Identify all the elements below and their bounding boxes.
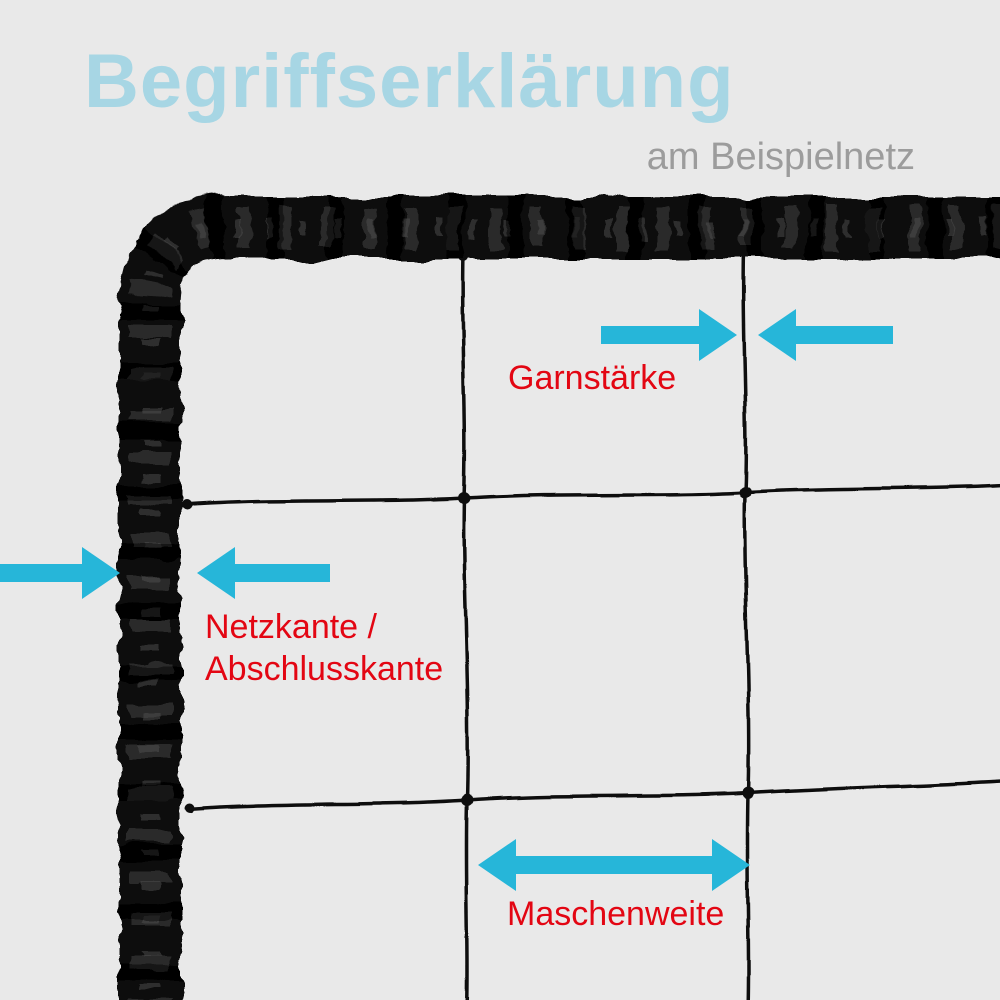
net-border-rope-braid-shadow [119,197,1000,1000]
net-strand-vertical-1 [460,251,470,1000]
netzkante-right-arrow-icon [197,547,330,599]
label-netzkante-line1: Netzkante / [205,608,377,646]
maschenweite-double-arrow-icon [478,839,750,891]
net-border-rope [119,197,1000,1000]
page-title: Begriffserklärung [84,39,735,124]
net-knot [458,492,470,504]
page-subtitle: am Beispielnetz [646,136,915,178]
net-strand-vertical-2 [741,247,751,1000]
net-knot [742,787,754,799]
annotation-arrows [0,309,893,891]
garnstaerke-right-arrow-icon [758,309,893,361]
label-garnstaerke: Garnstärke [508,359,677,397]
label-maschenweite: Maschenweite [507,895,725,933]
net-mesh [182,246,1000,1000]
netzkante-left-arrow-icon [0,547,120,599]
net-knot [182,500,192,510]
net-strand-horizontal-1 [183,483,1000,507]
label-netzkante: Netzkante / Abschlusskante [205,606,443,690]
net-border-rope-braid-shine [141,219,1000,1000]
net-strand-horizontal-2 [185,779,1000,811]
net-knot [184,803,194,813]
garnstaerke-left-arrow-icon [601,309,737,361]
net-knot [739,486,751,498]
label-netzkante-line2: Abschlusskante [205,650,444,688]
net-knot [461,794,473,806]
